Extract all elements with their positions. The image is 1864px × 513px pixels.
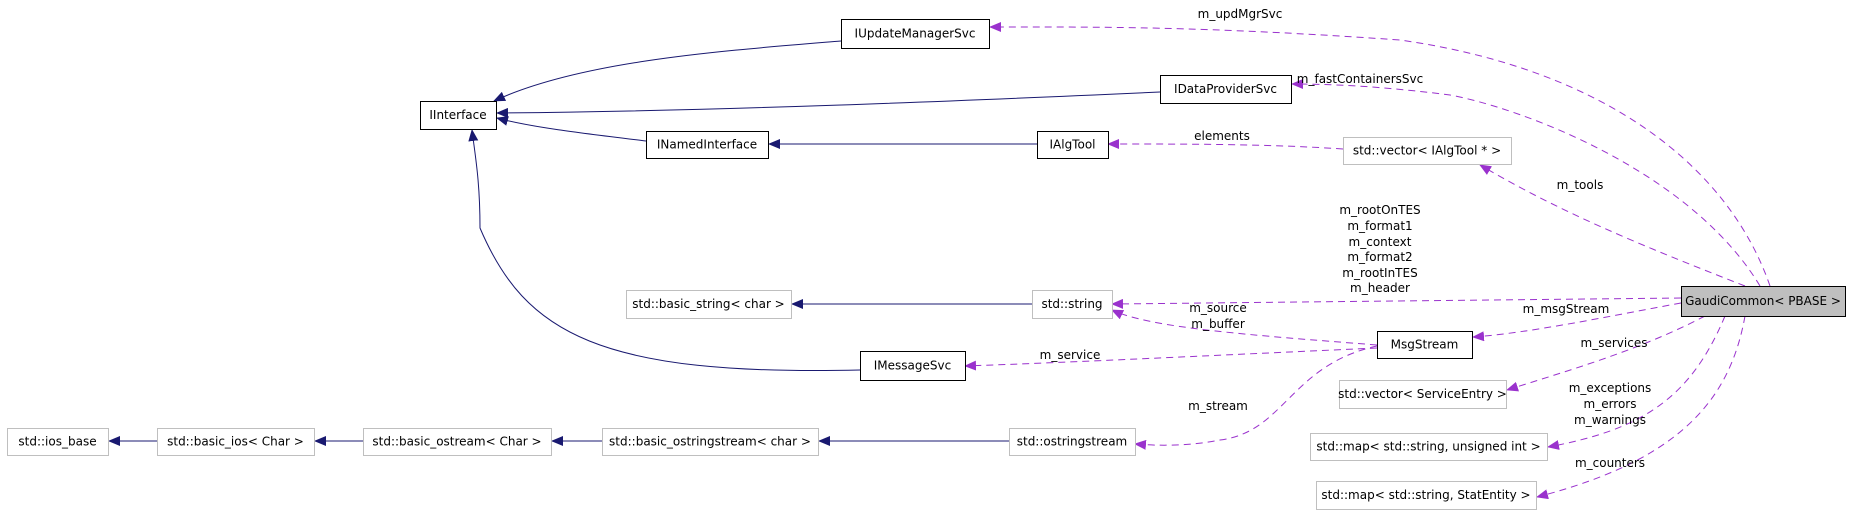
class-node-iinterface[interactable]: IInterface <box>420 101 497 130</box>
node-box[interactable] <box>1160 75 1292 104</box>
class-node-iupdatemanagersvc[interactable]: IUpdateManagerSvc <box>841 19 990 49</box>
class-node-vecservice[interactable]: std::vector< ServiceEntry > <box>1338 380 1507 409</box>
node-label: IMessageSvc <box>874 359 951 373</box>
node-box[interactable] <box>646 131 769 159</box>
node-box[interactable] <box>1316 481 1537 510</box>
node-box[interactable] <box>841 19 990 49</box>
node-box[interactable] <box>1681 286 1846 317</box>
node-label: IAlgTool <box>1049 138 1095 152</box>
node-box[interactable] <box>420 101 497 130</box>
node-label: IInterface <box>429 108 486 122</box>
inheritance-edge <box>496 116 647 142</box>
usage-edge <box>1479 164 1746 287</box>
node-box[interactable] <box>7 428 109 456</box>
edge-label: m_service <box>1040 348 1101 362</box>
node-label: std::ostringstream <box>1017 435 1128 449</box>
class-node-idataprovidersvc[interactable]: IDataProviderSvc <box>1160 75 1292 104</box>
class-node-string[interactable]: std::string <box>1032 290 1113 319</box>
edge-label: m_context <box>1349 235 1412 249</box>
edge-label: m_format1 <box>1347 219 1412 233</box>
edge-label: m_header <box>1350 281 1410 295</box>
node-label: IUpdateManagerSvc <box>855 27 976 41</box>
usage-edge <box>1536 315 1746 500</box>
node-label: std::ios_base <box>18 435 96 449</box>
usage-edge <box>1547 315 1726 450</box>
class-node-ios_base[interactable]: std::ios_base <box>7 428 109 456</box>
usage-edge <box>1291 79 1761 287</box>
edge-label: m_counters <box>1575 456 1645 470</box>
class-node-basic_string[interactable]: std::basic_string< char > <box>626 290 792 319</box>
usage-edge <box>964 347 1378 371</box>
edge-label: m_errors <box>1584 397 1637 411</box>
edge-label: m_exceptions <box>1569 381 1652 395</box>
node-box[interactable] <box>1339 380 1507 409</box>
edge-label: m_rootInTES <box>1342 266 1417 280</box>
inheritance-edge <box>496 91 1161 118</box>
class-node-ostringstream[interactable]: std::ostringstream <box>1009 428 1136 456</box>
node-label: std::vector< ServiceEntry > <box>1338 387 1507 401</box>
node-label: INamedInterface <box>657 138 757 152</box>
node-box[interactable] <box>1032 290 1113 319</box>
class-node-basic_ostream[interactable]: std::basic_ostream< Char > <box>363 428 552 456</box>
node-box[interactable] <box>602 428 819 456</box>
class-node-basic_ostringstream[interactable]: std::basic_ostringstream< char > <box>602 428 819 456</box>
edge-label: m_msgStream <box>1523 302 1610 316</box>
usage-edge <box>1111 297 1682 309</box>
node-label: std::map< std::string, StatEntity > <box>1321 488 1530 502</box>
node-label: GaudiCommon< PBASE > <box>1685 294 1841 308</box>
inheritance-edge <box>493 40 842 102</box>
class-node-msgstream[interactable]: MsgStream <box>1377 331 1473 359</box>
class-node-mapstat[interactable]: std::map< std::string, StatEntity > <box>1316 481 1537 510</box>
node-box[interactable] <box>1037 131 1109 159</box>
node-box[interactable] <box>1343 137 1512 165</box>
node-box[interactable] <box>1009 428 1136 456</box>
edge-label: m_rootOnTES <box>1339 203 1420 217</box>
usage-edge <box>1472 302 1682 342</box>
inheritance-edge <box>468 129 861 372</box>
usage-edge <box>1107 139 1344 150</box>
class-node-gaudicommon[interactable]: GaudiCommon< PBASE > <box>1681 286 1846 317</box>
node-label: MsgStream <box>1391 338 1459 352</box>
node-label: std::vector< IAlgTool * > <box>1353 144 1501 158</box>
edge-label: m_buffer <box>1191 317 1245 331</box>
node-box[interactable] <box>363 428 552 456</box>
class-node-inamedinterface[interactable]: INamedInterface <box>646 131 769 159</box>
node-box[interactable] <box>1310 433 1548 461</box>
edge-label: m_services <box>1581 336 1648 350</box>
node-label: std::basic_ostringstream< char > <box>609 435 811 449</box>
node-label: std::basic_string< char > <box>632 297 785 311</box>
edge-label: m_warnings <box>1574 413 1646 427</box>
edge-label: m_source <box>1189 301 1247 315</box>
edge-label: m_updMgrSvc <box>1198 7 1283 21</box>
class-node-ialgtool[interactable]: IAlgTool <box>1037 131 1109 159</box>
class-node-vecalgtool[interactable]: std::vector< IAlgTool * > <box>1343 137 1512 165</box>
node-label: std::map< std::string, unsigned int > <box>1316 440 1540 454</box>
usage-edge <box>1134 345 1378 450</box>
edge-label: m_tools <box>1557 178 1604 192</box>
node-label: std::string <box>1041 297 1102 311</box>
edge-label: m_stream <box>1188 399 1248 413</box>
usage-edge <box>1506 315 1706 392</box>
node-box[interactable] <box>626 290 792 319</box>
node-label: IDataProviderSvc <box>1174 82 1277 96</box>
node-label: std::basic_ostream< Char > <box>372 435 541 449</box>
node-box[interactable] <box>1377 331 1473 359</box>
class-node-imessagesvc[interactable]: IMessageSvc <box>860 351 966 381</box>
node-box[interactable] <box>860 351 966 381</box>
edge-label: m_fastContainersSvc <box>1297 72 1423 86</box>
class-node-basic_ios[interactable]: std::basic_ios< Char > <box>157 428 315 456</box>
node-box[interactable] <box>157 428 315 456</box>
edge-label: elements <box>1194 129 1250 143</box>
edge-label: m_format2 <box>1347 250 1412 264</box>
node-label: std::basic_ios< Char > <box>167 435 304 449</box>
class-node-mapuint[interactable]: std::map< std::string, unsigned int > <box>1310 433 1548 461</box>
